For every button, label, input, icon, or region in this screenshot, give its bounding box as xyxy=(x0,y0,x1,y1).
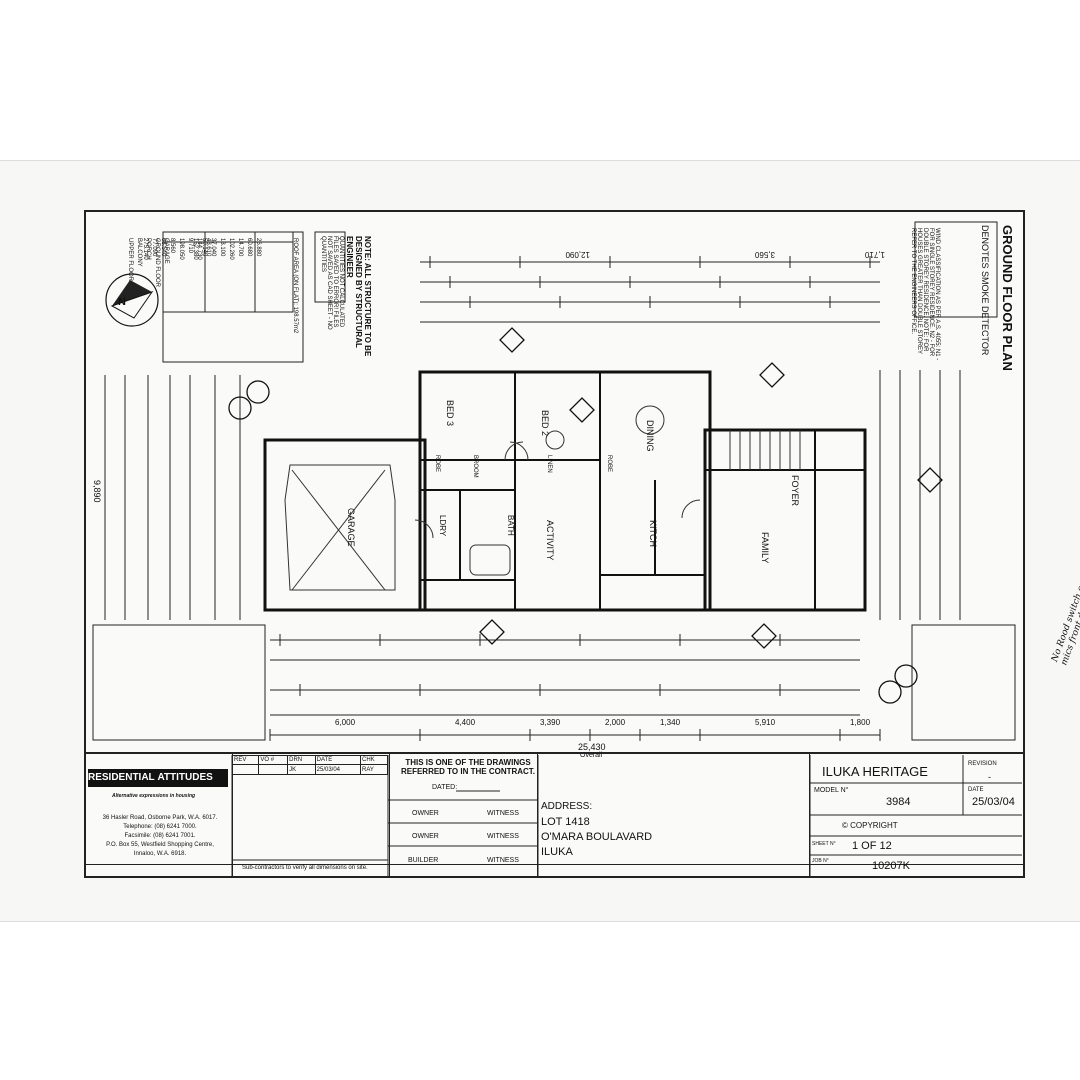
company-name-2: ATTITUDES xyxy=(157,772,213,783)
room-label: BATH xyxy=(506,515,515,536)
job-label: JOB N° xyxy=(812,858,829,864)
room-label: LINEN xyxy=(546,455,552,473)
room-label: ACTIVITY xyxy=(545,520,555,561)
witness-label-2: WITNESS xyxy=(487,833,519,840)
roof-area: ROOF AREA (ON FLAT): 198.57m2 xyxy=(292,238,298,334)
wind-note: WIND CLASSIFICATION AS PER A.S. 4055: N1… xyxy=(910,228,940,361)
room-label: FOYER xyxy=(790,475,800,507)
revision-value: - xyxy=(988,772,991,782)
dim-bottom: 6,000 xyxy=(335,718,356,727)
model-value: 3984 xyxy=(886,796,911,808)
revision-table: REV VO # DRN DATE CHK JK 25/03/04 RAY xyxy=(231,755,388,800)
overall-depth: 9,890 xyxy=(92,480,102,503)
room-label: LDRY xyxy=(438,515,447,537)
dim-bottom: 5,910 xyxy=(755,718,776,727)
quantities-note: QUANTITIES NOT CALCULATED FILES SAVED TO… xyxy=(320,236,344,330)
company-logo: RESIDENTIAL ATTITUDES xyxy=(88,755,228,801)
builder-label: BUILDER xyxy=(408,857,439,864)
model-label: MODEL N° xyxy=(814,787,849,794)
address-label: ADDRESS: xyxy=(541,801,593,812)
company-address: 36 Hasler Road, Osborne Park, W.A. 6017.… xyxy=(102,815,218,857)
company-tagline: Alternative expressions in housing xyxy=(112,793,196,799)
dim-bottom: 1,800 xyxy=(850,718,871,727)
site-address: LOT 1418 O'MARA BOULAVARD ILUKA xyxy=(541,816,653,858)
dim-bottom: 3,390 xyxy=(540,718,561,727)
room-label: KITCH xyxy=(648,520,658,547)
room-label: GARAGE xyxy=(346,508,356,547)
overall-width: 25,430 xyxy=(578,742,606,752)
subcontractor-note: Sub-contractors to verify all dimensions… xyxy=(242,865,368,871)
room-label: FAMILY xyxy=(760,532,770,564)
sheet-value: 1 OF 12 xyxy=(852,840,892,852)
north-label: N xyxy=(118,296,126,308)
overall-width-label: Overall xyxy=(580,752,603,759)
witness-label-1: WITNESS xyxy=(487,810,519,817)
room-label: BROOM xyxy=(472,455,478,478)
date-value: 25/03/04 xyxy=(972,796,1015,808)
plan-title: GROUND FLOOR PLAN xyxy=(1000,225,1015,371)
room-label: ROBE xyxy=(434,455,440,473)
witness-label-3: WITNESS xyxy=(487,857,519,864)
room-label: ROBE xyxy=(606,455,612,473)
sheet-label: SHEET N° xyxy=(812,841,836,847)
dim-bottom: 4,400 xyxy=(455,718,476,727)
north-arrow-icon xyxy=(105,273,159,327)
dated-label: DATED: xyxy=(432,784,458,791)
dim-top: 1,710 xyxy=(864,250,885,259)
dim-top: 3,560 xyxy=(754,250,775,259)
smoke-detector-note: DENOTES SMOKE DETECTOR xyxy=(980,225,990,356)
date-label: DATE xyxy=(968,787,984,793)
company-name-1: RESIDENTIAL xyxy=(88,772,155,783)
contract-note: THIS IS ONE OF THE DRAWINGS REFERRED TO … xyxy=(400,758,536,776)
owner-label-2: OWNER xyxy=(412,833,439,840)
perimeter-values: 26.880 60.680 14.700 102.260 13.100 37.0… xyxy=(192,238,261,260)
job-value: 10207K xyxy=(872,860,910,872)
owner-label-1: OWNER xyxy=(412,810,439,817)
structure-note: NOTE: ALL STRUCTURE TO BE DESIGNED BY ST… xyxy=(345,236,372,357)
project-name: ILUKA HERITAGE xyxy=(822,764,928,779)
copyright: © COPYRIGHT xyxy=(842,821,898,830)
room-label: BED 3 xyxy=(445,400,455,427)
room-label: BED 2 xyxy=(540,410,550,437)
room-label: DINING xyxy=(645,420,655,452)
revision-label: REVISION xyxy=(968,761,997,767)
dim-bottom: 2,000 xyxy=(605,718,626,727)
dim-top: 12,090 xyxy=(565,250,590,259)
dim-bottom: 1,340 xyxy=(660,718,681,727)
